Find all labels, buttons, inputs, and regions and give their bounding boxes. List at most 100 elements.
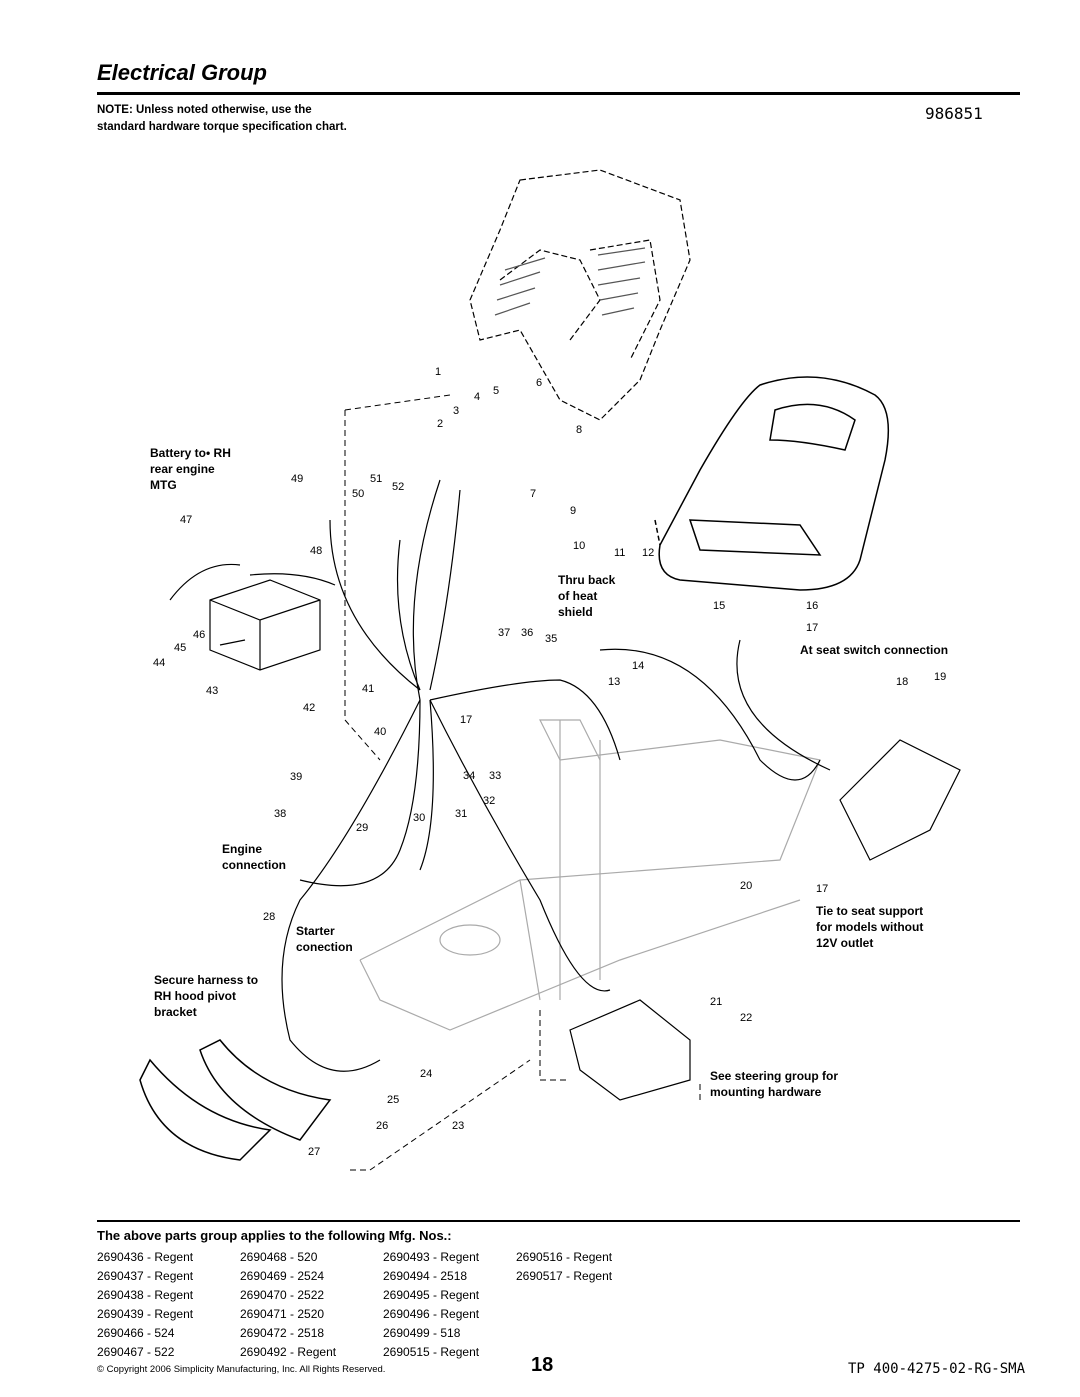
item-number: 9 (570, 505, 577, 517)
page-number: 18 (531, 1354, 554, 1376)
secure-harness-callout: Secure harness to RH hood pivot bracket (154, 973, 259, 1019)
mfg-entry: 2690517 - Regent (516, 1269, 613, 1283)
mfg-column: 2690468 - 520 2690469 - 2524 2690470 - 2… (240, 1248, 383, 1359)
hood-drawing (469, 169, 691, 421)
mfg-title: The above parts group applies to the fol… (97, 1228, 452, 1243)
item-number: 8 (576, 424, 583, 436)
item-number: 1 (435, 366, 442, 378)
item-number: 11 (614, 547, 626, 559)
item-number: 52 (392, 481, 405, 493)
engine-callout: Engine connection (222, 842, 287, 872)
item-number: 40 (374, 726, 387, 738)
item-number: 31 (455, 808, 468, 820)
title-rule (97, 92, 1020, 95)
item-number: 28 (263, 911, 276, 923)
tie-to-seat-callout: Tie to seat support for models without 1… (816, 904, 924, 950)
battery-callout: Battery to• RH rear engine MTG (150, 446, 231, 492)
mfg-column: 2690516 - Regent 2690517 - Regent (516, 1248, 656, 1283)
mfg-entry: 2690467 - 522 (97, 1345, 175, 1359)
item-number: 39 (290, 771, 303, 783)
seat-switch-callout: At seat switch connection (800, 643, 949, 657)
mfg-entry: 2690515 - Regent (383, 1345, 480, 1359)
item-number: 20 (740, 880, 753, 892)
item-number: 27 (308, 1146, 321, 1158)
item-number: 13 (608, 676, 621, 688)
item-number: 7 (530, 488, 537, 500)
item-number: 43 (206, 685, 219, 697)
item-number: 2 (437, 418, 444, 430)
item-number: 50 (352, 488, 365, 500)
mfg-entry: 2690496 - Regent (383, 1307, 480, 1321)
thru-back-callout: Thru back of heat shield (558, 573, 616, 619)
item-number: 17 (816, 883, 829, 895)
seat-drawing (654, 376, 890, 591)
item-number: 51 (370, 473, 383, 485)
item-number: 12 (642, 547, 655, 559)
mfg-numbers-table: 2690436 - Regent 2690437 - Regent 269043… (97, 1248, 656, 1359)
mfg-entry: 2690499 - 518 (383, 1326, 461, 1340)
mfg-entry: 2690472 - 2518 (240, 1326, 325, 1340)
item-number: 30 (413, 812, 426, 824)
mfg-entry: 2690494 - 2518 (383, 1269, 468, 1283)
item-number: 29 (356, 822, 369, 834)
steering-callout: See steering group for mounting hardware (710, 1069, 839, 1099)
part-number: 986851 (925, 104, 983, 123)
mfg-entry: 2690438 - Regent (97, 1288, 194, 1302)
mfg-entry: 2690493 - Regent (383, 1250, 480, 1264)
item-number: 38 (274, 808, 287, 820)
item-number: 18 (896, 676, 909, 688)
item-number: 44 (153, 657, 166, 669)
battery-cables (169, 563, 336, 646)
item-number: 3 (453, 405, 460, 417)
item-number: 42 (303, 702, 316, 714)
leader-lines (344, 394, 701, 1171)
item-number: 19 (934, 671, 947, 683)
item-number: 35 (545, 633, 558, 645)
item-number: 24 (420, 1068, 433, 1080)
item-number: 49 (291, 473, 304, 485)
item-number: 10 (573, 540, 586, 552)
item-number: 15 (713, 600, 726, 612)
item-number: 5 (493, 385, 500, 397)
item-number: 26 (376, 1120, 389, 1132)
mfg-entry: 2690437 - Regent (97, 1269, 194, 1283)
mfg-column: 2690436 - Regent 2690437 - Regent 269043… (97, 1248, 240, 1359)
starter-callout: Starter conection (296, 924, 353, 954)
torque-note: NOTE: Unless noted otherwise, use the st… (97, 104, 347, 133)
mfg-column: 2690493 - Regent 2690494 - 2518 2690495 … (383, 1248, 516, 1359)
item-number: 34 (463, 770, 476, 782)
item-number: 6 (536, 377, 543, 389)
mfg-entry: 2690495 - Regent (383, 1288, 480, 1302)
item-number: 45 (174, 642, 187, 654)
page-title: Electrical Group (97, 60, 267, 85)
item-number: 33 (489, 770, 502, 782)
headlight-housing-drawing (139, 1039, 332, 1161)
item-number: 23 (452, 1120, 465, 1132)
exploded-diagram (139, 169, 961, 1171)
item-number: 36 (521, 627, 534, 639)
mfg-entry: 2690471 - 2520 (240, 1307, 325, 1321)
mfg-rule (97, 1220, 1020, 1222)
mfg-entry: 2690469 - 2524 (240, 1269, 325, 1283)
item-number: 32 (483, 795, 496, 807)
item-number: 16 (806, 600, 819, 612)
item-number: 47 (180, 514, 193, 526)
item-number: 22 (740, 1012, 753, 1024)
mfg-entry: 2690470 - 2522 (240, 1288, 325, 1302)
wiring-harness (281, 479, 831, 1072)
item-number: 21 (710, 996, 723, 1008)
mfg-entry: 2690436 - Regent (97, 1250, 194, 1264)
document-number: TP 400-4275-02-RG-SMA (848, 1361, 1026, 1377)
item-number: 41 (362, 683, 375, 695)
item-number: 37 (498, 627, 511, 639)
item-number: 14 (632, 660, 645, 672)
battery-drawing (209, 579, 321, 671)
hood-grille (494, 247, 646, 316)
mfg-entry: 2690466 - 524 (97, 1326, 175, 1340)
frame-drawing (359, 719, 821, 1031)
control-panel-drawing (839, 739, 961, 861)
mounting-bracket-drawing (569, 999, 691, 1101)
mfg-entry: 2690492 - Regent (240, 1345, 337, 1359)
mfg-entry: 2690468 - 520 (240, 1250, 318, 1264)
mfg-entry: 2690439 - Regent (97, 1307, 194, 1321)
